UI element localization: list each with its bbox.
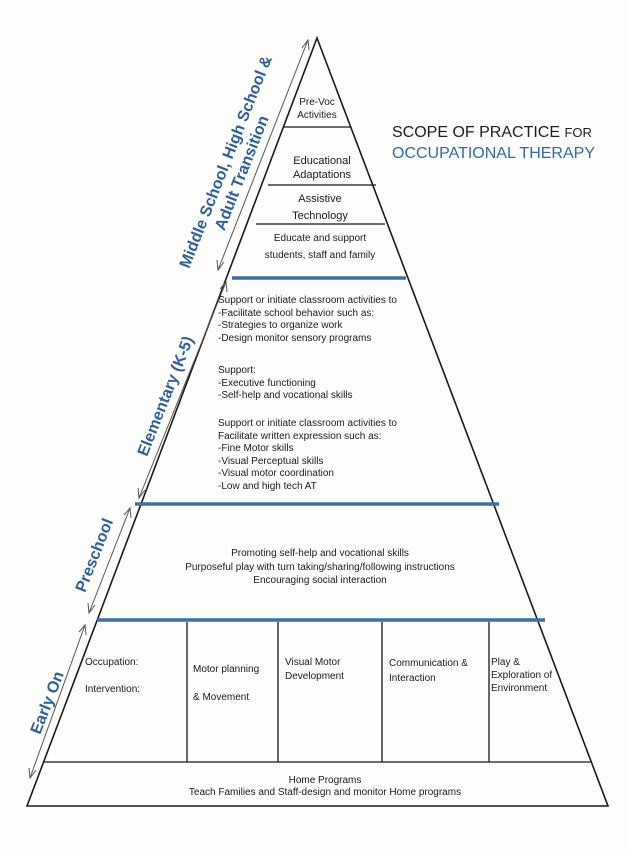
home-programs: Home Programs Teach Families and Staff-d… (100, 775, 550, 799)
title-for: FOR (564, 125, 592, 140)
play-line2: Exploration of (491, 670, 553, 681)
elementary-b1-line2: -Facilitate school behavior such as: (218, 307, 375, 319)
early-on-play: Play & Exploration of Environment (491, 656, 552, 695)
elementary-b3-line5: -Visual motor coordination (218, 468, 334, 479)
visual-motor-line2: Development (285, 671, 344, 682)
motor-planning-line2: & Movement (193, 692, 250, 703)
elementary-b3-line3: -Fine Motor skills (218, 443, 294, 454)
title-line1: SCOPE OF PRACTICE (392, 124, 561, 141)
preschool-block: Promoting self-help and vocational skill… (140, 547, 500, 588)
elementary-block-3: Support or initiate classroom activities… (218, 418, 397, 493)
elementary-b3-line2: Facilitate written expression such as: (218, 430, 382, 442)
diagram-title: SCOPE OF PRACTICE FOR OCCUPATIONAL THERA… (392, 124, 595, 163)
elementary-b2-line1: Support: (218, 365, 256, 376)
preschool-line2: Purposeful play with turn taking/sharing… (185, 561, 455, 573)
elementary-b3-line1: Support or initiate classroom activities… (218, 418, 397, 429)
early-on-occupation: Occupation: (85, 657, 139, 668)
range-arrow-elementary (137, 280, 228, 500)
range-arrow-preschool (87, 506, 132, 615)
elementary-block-2: Support: -Executive functioning -Self-he… (218, 365, 353, 403)
elementary-b3-line4: -Visual Perceptual skills (218, 455, 324, 467)
motor-planning-line1: Motor planning (193, 664, 260, 675)
elementary-b1-line4: -Design monitor sensory programs (218, 332, 372, 344)
level-educate-line1: Educate and support (273, 233, 367, 244)
home-programs-line1: Home Programs (288, 775, 362, 786)
early-on-motor-planning: Motor planning & Movement (193, 656, 259, 712)
early-on-intervention: Intervention: (85, 684, 141, 695)
elementary-b2-line2: -Executive functioning (218, 377, 316, 389)
preschool-line1: Promoting self-help and vocational skill… (231, 548, 409, 559)
communication-line2: Interaction (389, 673, 436, 684)
level-educational: Educational Adaptations (262, 154, 382, 182)
preschool-line3: Encouraging social interaction (253, 575, 387, 586)
level-educate-line2: students, staff and family (264, 250, 376, 261)
level-prevoc-line2: Activities (297, 109, 337, 121)
communication-line1: Communication & (389, 658, 468, 669)
level-educate: Educate and support students, staff and … (245, 230, 395, 264)
elementary-b2-line3: -Self-help and vocational skills (218, 390, 353, 401)
title-line2: OCCUPATIONAL THERAPY (392, 145, 595, 162)
level-educational-line2: Adaptations (292, 169, 352, 181)
early-on-communication: Communication & Interaction (389, 656, 468, 686)
level-assistive: Assistive Technology (260, 191, 380, 225)
level-prevoc: Pre-Voc Activities (277, 97, 357, 122)
level-assistive-line1: Assistive (298, 193, 342, 205)
level-assistive-line2: Technology (292, 210, 348, 222)
level-educational-line1: Educational (293, 155, 351, 167)
early-on-visual-motor: Visual Motor Development (285, 656, 344, 684)
visual-motor-line1: Visual Motor (285, 657, 341, 668)
elementary-block-1: Support or initiate classroom activities… (218, 295, 397, 345)
pyramid-outline (25, 35, 610, 807)
range-arrow-middle (216, 38, 310, 272)
elementary-b1-line3: -Strategies to organize work (218, 320, 343, 331)
play-line1: Play & (491, 657, 520, 668)
elementary-b3-line6: -Low and high tech AT (218, 480, 317, 492)
range-arrow-early-on (28, 623, 87, 780)
play-line3: Environment (491, 683, 548, 694)
elementary-b1-line1: Support or initiate classroom activities… (218, 295, 397, 306)
home-programs-line2: Teach Families and Staff-design and moni… (188, 787, 462, 798)
level-prevoc-line1: Pre-Voc (299, 97, 335, 108)
